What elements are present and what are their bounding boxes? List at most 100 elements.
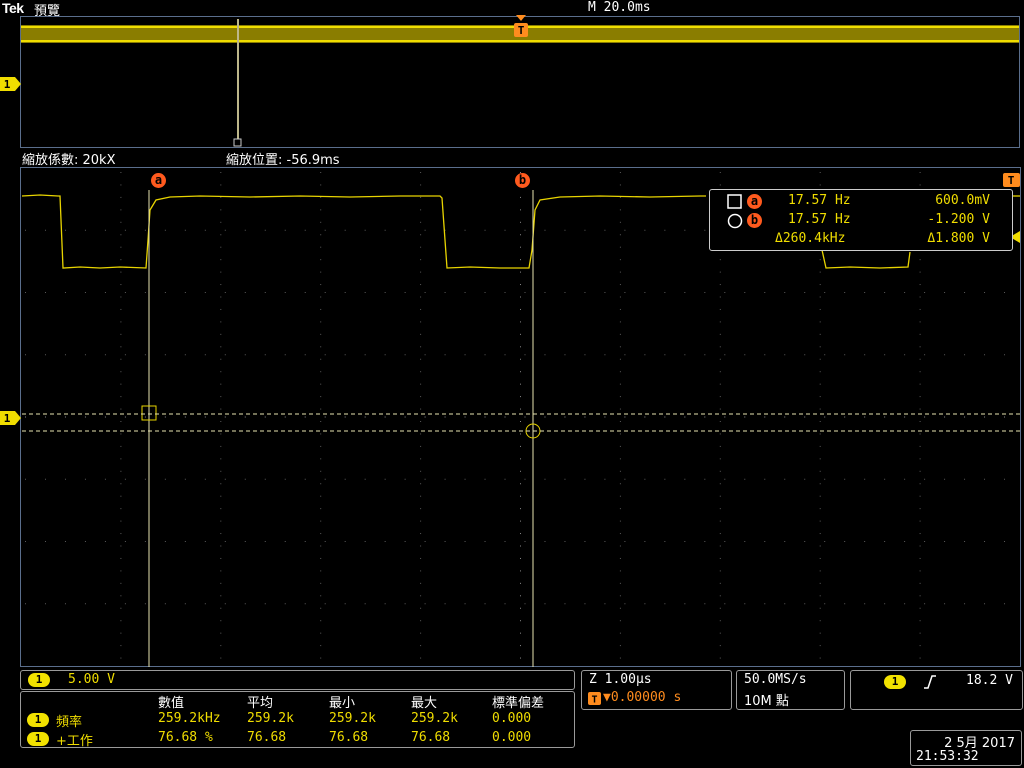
graticule-dot [320,421,322,422]
graticule-dot [320,308,322,310]
graticule-dot [919,520,921,522]
graticule-dot [184,229,186,231]
graticule-dot [1004,603,1006,605]
graticule-dot [544,478,546,480]
graticule-dot [884,416,886,418]
graticule-dot [619,284,621,286]
graticule-dot [744,354,746,356]
graticule-dot [619,595,621,597]
graticule-dot [320,209,322,211]
graticule-dot [220,495,222,497]
meas-row1-mean: 259.2k [247,711,294,726]
graticule-dot [704,229,706,231]
svg-text:1: 1 [4,78,11,91]
graticule-dot [424,541,426,542]
graticule-dot [819,383,821,385]
graticule-dot [220,595,222,597]
channel1-scale-panel[interactable]: 1 5.00 V [20,670,575,690]
graticule-dot [524,603,526,605]
graticule-dot [120,458,122,460]
graticule-dot [320,582,322,584]
graticule-dot [520,657,521,659]
graticule-dot [619,657,621,659]
graticule-dot [719,632,721,634]
graticule-dot [919,495,921,497]
graticule-dot [624,229,626,231]
graticule-dot [124,603,126,605]
acquisition-panel[interactable]: 50.0MS/s 10M 點 [736,670,845,710]
graticule-dot [320,620,322,622]
graticule-dot [919,408,921,410]
graticule-dot [520,470,521,472]
graticule-dot [420,533,422,535]
graticule-dot [704,478,706,480]
graticule-dot [564,354,566,356]
graticule-dot [719,172,721,173]
channel1-marker-overview[interactable]: 1 [0,77,22,91]
graticule-dot [624,354,626,356]
cursor-b-label[interactable]: b [515,173,530,188]
cursor-a-label[interactable]: a [151,173,166,188]
graticule-dot [944,478,946,480]
graticule-dot [284,541,286,542]
graticule-dot [520,520,521,522]
graticule-dot [364,603,366,605]
timebase-readout[interactable]: M 20.0ms [588,0,651,15]
graticule-dot [424,292,426,293]
graticule-dot [1004,541,1006,542]
trigger-level-marker[interactable]: T [1003,173,1021,187]
graticule-dot [424,603,426,605]
graticule-dot [320,234,322,236]
graticule-dot [220,607,222,609]
graticule-dot [320,172,322,173]
measurements-panel[interactable] [20,691,575,748]
graticule-dot [520,483,521,485]
trigger-position-marker[interactable]: T [512,15,530,41]
graticule-dot [819,520,821,522]
graticule-dot [644,541,646,542]
graticule-dot [619,271,621,273]
date: 2 5月 2017 [944,736,1015,751]
graticule-dot [320,284,322,286]
graticule-dot [244,478,246,480]
horizontal-panel[interactable]: Z 1.00µs T ▼0.00000 s [581,670,732,710]
graticule-dot [719,358,721,360]
meas-row2-min: 76.68 [329,730,369,745]
graticule-dot [604,478,606,480]
graticule-dot [384,478,386,480]
graticule-dot [719,396,721,398]
graticule-dot [164,603,166,605]
graticule-dot [25,229,26,231]
graticule-dot [44,292,46,293]
graticule-dot [819,346,821,348]
graticule-dot [804,354,806,356]
graticule-dot [84,229,86,231]
graticule-dot [120,308,122,310]
zoom-waveform-display[interactable] [20,167,1021,667]
trigger-level-arrow-icon [1010,231,1020,243]
graticule-dot [120,296,122,298]
graticule-dot [984,478,986,480]
graticule-dot [719,284,721,286]
graticule-dot [564,478,566,480]
graticule-dot [619,321,621,323]
graticule-dot [320,508,322,510]
graticule-dot [320,533,322,535]
channel1-marker-main[interactable]: 1 [0,411,22,425]
graticule-dot [664,292,666,293]
trigger-panel[interactable]: 1 18.2 V [850,670,1023,710]
graticule-dot [724,478,726,480]
cursor-b-frequency: 17.57 Hz [788,212,851,227]
graticule-dot [819,595,821,597]
graticule-dot [564,541,566,542]
graticule-dot [864,354,866,356]
graticule-dot [919,184,921,186]
graticule-dot [264,603,266,605]
graticule-dot [420,234,422,236]
graticule-dot [824,354,826,356]
graticule-dot [624,292,626,293]
graticule-dot [120,196,122,198]
graticule-dot [664,541,666,542]
graticule-dot [420,271,422,273]
graticule-dot [924,478,926,480]
